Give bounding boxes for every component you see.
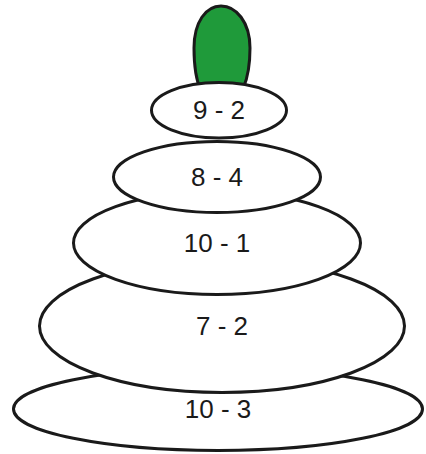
ring-label: 7 - 2 xyxy=(38,311,406,342)
ring-label: 10 - 1 xyxy=(72,228,362,259)
ring-label: 8 - 4 xyxy=(112,162,322,193)
stacking-ring: 9 - 2 xyxy=(150,81,288,140)
ring-label: 10 - 3 xyxy=(12,394,424,425)
ring-label: 9 - 2 xyxy=(150,95,288,126)
stacking-ring: 8 - 4 xyxy=(112,140,322,214)
